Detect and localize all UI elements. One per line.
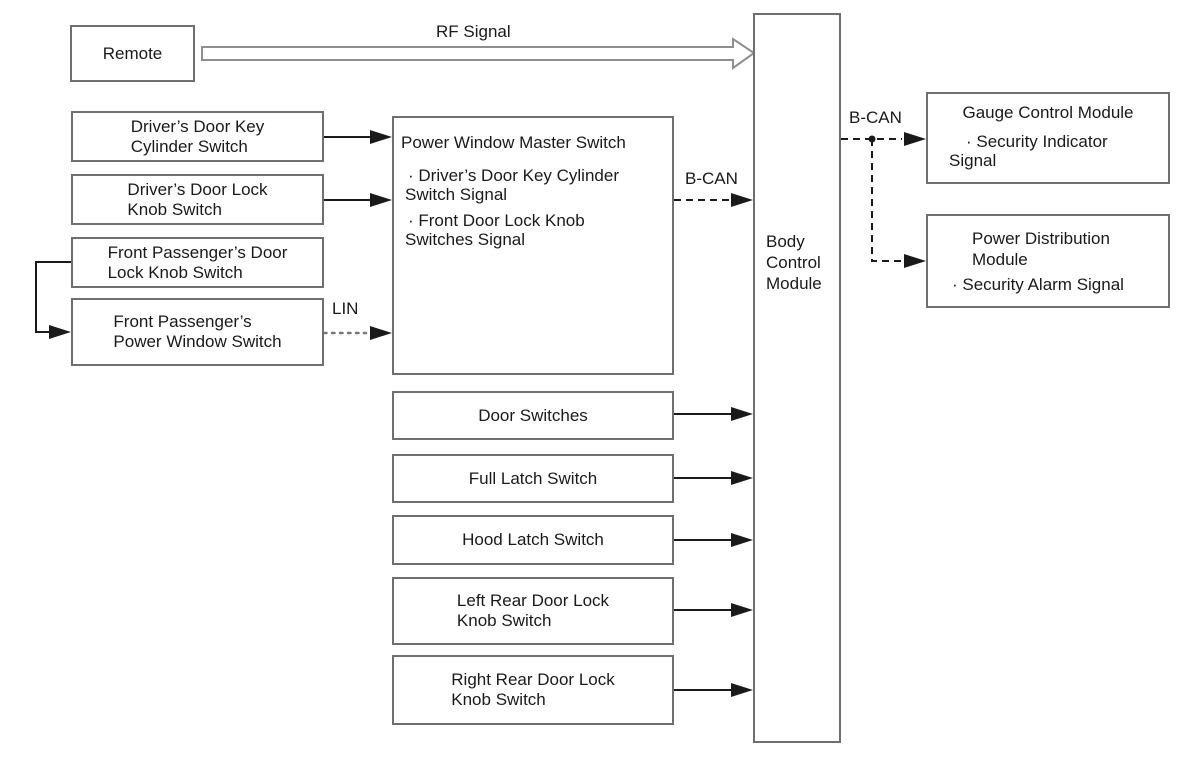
left-rear-door-lock-knob-switch-label: Left Rear Door Lock Knob Switch xyxy=(456,591,610,630)
box-power-window-master-switch: Power Window Master Switch · Driver’s Do… xyxy=(392,116,674,375)
box-drivers-door-lock-knob-switch: Driver’s Door Lock Knob Switch xyxy=(71,174,324,225)
box-left-rear-door-lock-knob-switch: Left Rear Door Lock Knob Switch xyxy=(392,577,674,645)
arrow-left-rear-lock-to-bcm xyxy=(674,603,753,617)
arrow-passenger-lock-to-window-switch xyxy=(35,261,71,339)
box-front-passengers-power-window-switch: Front Passenger’s Power Window Switch xyxy=(71,298,324,366)
rf-signal-label: RF Signal xyxy=(436,22,511,41)
arrow-lock-knob-to-master-switch xyxy=(324,193,392,207)
remote-label: Remote xyxy=(102,43,163,63)
right-rear-door-lock-knob-switch-label: Right Rear Door Lock Knob Switch xyxy=(451,670,615,709)
box-front-passengers-door-lock-knob-switch: Front Passenger’s Door Lock Knob Switch xyxy=(71,237,324,288)
pwms-signal-key-cylinder: · Driver’s Door Key Cylinder Switch Sign… xyxy=(405,166,619,204)
body-control-module-label: Body Control Module xyxy=(766,232,822,293)
arrow-hood-latch-to-bcm xyxy=(674,533,753,547)
power-distribution-module-signal: · Security Alarm Signal xyxy=(952,275,1124,294)
power-window-master-switch-title: Power Window Master Switch xyxy=(401,133,626,152)
drivers-door-key-cylinder-switch-label: Driver’s Door Key Cylinder Switch xyxy=(130,116,265,156)
gauge-control-module-signal: · Security Indicator Signal xyxy=(949,132,1108,170)
lin-dotted-arrow xyxy=(322,326,392,340)
rf-signal-block-arrow xyxy=(201,37,756,70)
arrow-key-cylinder-to-master-switch xyxy=(324,130,392,144)
box-remote: Remote xyxy=(70,25,195,82)
arrow-right-rear-lock-to-bcm xyxy=(674,683,753,697)
arrow-door-switches-to-bcm xyxy=(674,407,753,421)
arrow-full-latch-to-bcm xyxy=(674,471,753,485)
gauge-control-module-title: Gauge Control Module xyxy=(962,103,1134,122)
lin-label: LIN xyxy=(332,299,359,318)
door-switches-label: Door Switches xyxy=(478,405,588,425)
box-full-latch-switch: Full Latch Switch xyxy=(392,454,674,503)
power-distribution-module-title: Power Distribution Module xyxy=(972,229,1110,269)
drivers-door-lock-knob-switch-label: Driver’s Door Lock Knob Switch xyxy=(127,179,268,219)
front-passengers-power-window-switch-label: Front Passenger’s Power Window Switch xyxy=(113,312,282,351)
b-can-dashed-arrow-master-switch xyxy=(674,193,753,207)
b-can-dashed-arrow-output xyxy=(841,132,926,268)
hood-latch-switch-label: Hood Latch Switch xyxy=(462,530,604,549)
box-body-control-module: Body Control Module xyxy=(753,13,841,743)
box-door-switches: Door Switches xyxy=(392,391,674,440)
box-gauge-control-module: Gauge Control Module · Security Indicato… xyxy=(926,92,1170,184)
b-can-label-master-switch: B-CAN xyxy=(685,169,738,188)
front-passengers-door-lock-knob-switch-label: Front Passenger’s Door Lock Knob Switch xyxy=(107,242,288,282)
full-latch-switch-label: Full Latch Switch xyxy=(468,468,598,488)
pwms-signal-front-door-lock: · Front Door Lock Knob Switches Signal xyxy=(405,211,585,249)
b-can-label-output: B-CAN xyxy=(849,108,902,127)
box-hood-latch-switch: Hood Latch Switch xyxy=(392,515,674,565)
box-drivers-door-key-cylinder-switch: Driver’s Door Key Cylinder Switch xyxy=(71,111,324,162)
box-power-distribution-module: Power Distribution Module · Security Ala… xyxy=(926,214,1170,308)
box-right-rear-door-lock-knob-switch: Right Rear Door Lock Knob Switch xyxy=(392,655,674,725)
